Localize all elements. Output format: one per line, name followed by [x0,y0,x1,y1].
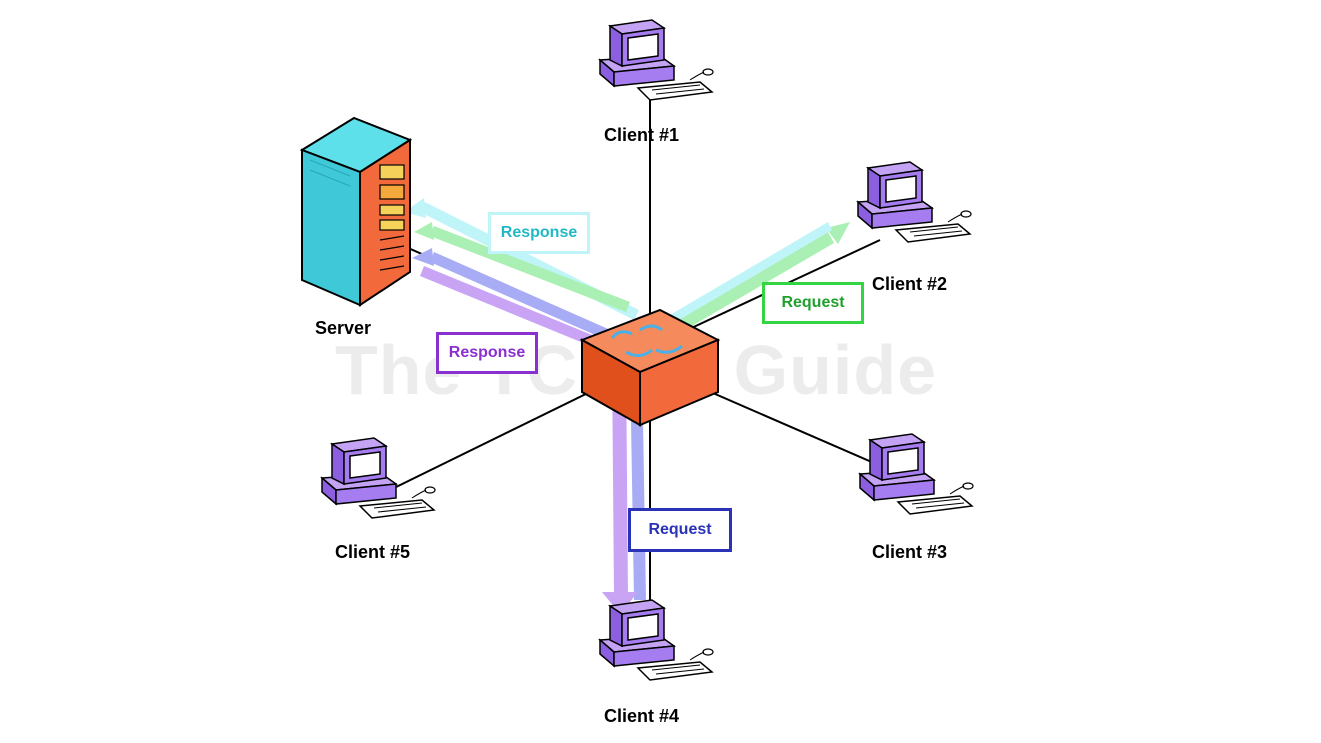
server-label: Server [315,318,372,338]
client5-computer-icon [321,437,436,519]
request-arrow-green-right [655,232,834,344]
server-icon [299,116,413,307]
client4-computer-icon [599,599,714,681]
client5-label: Client #5 [335,542,411,562]
response-arrow-purple [612,360,628,596]
response-arrow-purple-upper [420,266,614,354]
client3-computer-icon [859,433,974,515]
request-arrow-blue-upper [430,252,624,346]
request-arrow-green-left [430,226,630,312]
client1-label: Client #1 [604,125,680,145]
request-tag-blue: Request [628,508,732,552]
response-tag-cyan: Response [488,212,590,254]
switch-icon [579,308,721,427]
client4-label: Client #4 [604,706,680,726]
response-arrow-cyan-right [658,222,832,330]
client1-computer-icon [599,19,714,101]
client3-label: Client #3 [872,542,948,562]
response-tag-purple: Response [436,332,538,374]
client2-label: Client #2 [872,274,948,294]
client2-computer-icon [857,161,972,243]
request-tag-green: Request [762,282,864,324]
